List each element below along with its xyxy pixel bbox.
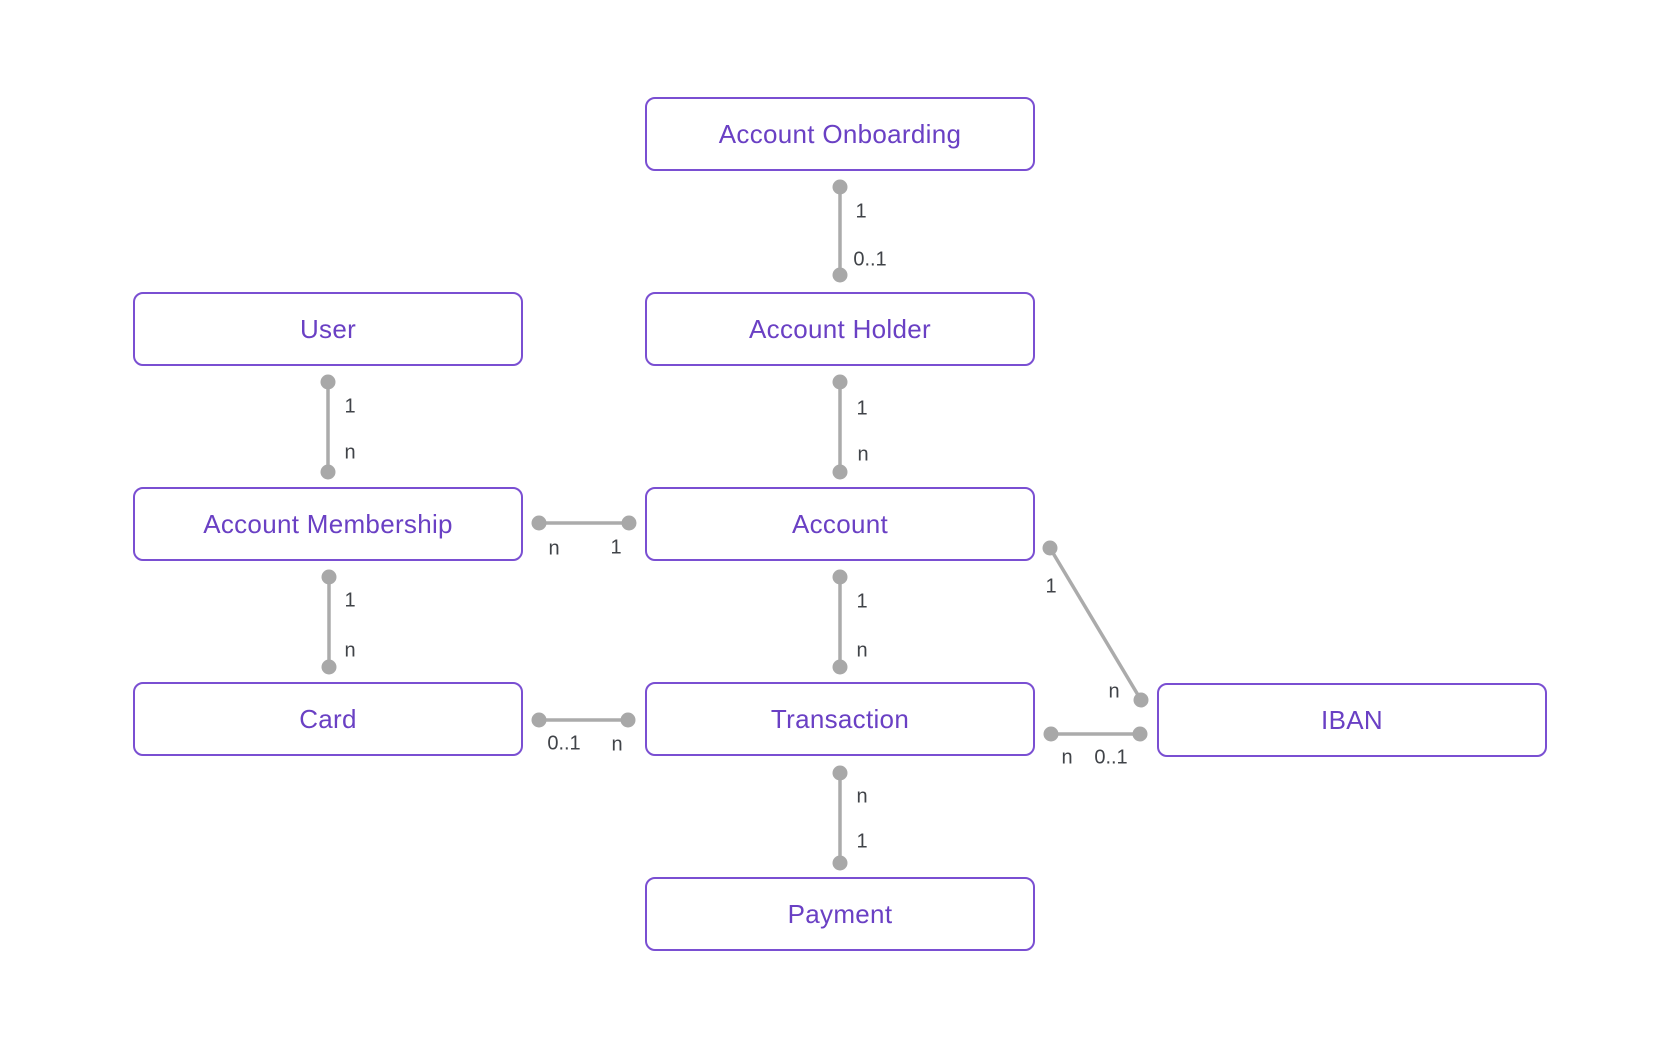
entity-account[interactable]: Account bbox=[645, 487, 1035, 561]
connector-transaction-payment bbox=[832, 765, 848, 871]
cardinality-label: 1 bbox=[344, 395, 356, 418]
cardinality-label: 1 bbox=[856, 590, 868, 613]
entity-label: Account bbox=[791, 508, 889, 539]
connector-transaction-iban bbox=[1043, 726, 1148, 742]
entity-account-onboarding[interactable]: Account Onboarding bbox=[645, 97, 1035, 171]
entity-account-holder[interactable]: Account Holder bbox=[645, 292, 1035, 366]
entity-label: Payment bbox=[787, 898, 893, 929]
entity-label: IBAN bbox=[1321, 704, 1383, 735]
connector-membership-account bbox=[531, 515, 637, 531]
cardinality-label: 1 bbox=[344, 589, 356, 612]
cardinality-label: n bbox=[344, 639, 356, 662]
cardinality-label: n bbox=[1108, 680, 1120, 703]
cardinality-label: n bbox=[611, 733, 623, 756]
cardinality-label: 1 bbox=[856, 397, 868, 420]
entity-label: Account Membership bbox=[203, 508, 453, 539]
connector-membership-card bbox=[321, 569, 337, 675]
cardinality-label: 1 bbox=[855, 200, 867, 223]
entity-payment[interactable]: Payment bbox=[645, 877, 1035, 951]
connector-account-iban bbox=[1042, 540, 1149, 708]
connector-card-transaction bbox=[531, 712, 636, 728]
entity-user[interactable]: User bbox=[133, 292, 523, 366]
entity-iban[interactable]: IBAN bbox=[1157, 683, 1547, 757]
cardinality-label: 0..1 bbox=[1094, 746, 1128, 769]
cardinality-label: n bbox=[1061, 746, 1073, 769]
entity-label: Transaction bbox=[770, 703, 910, 734]
cardinality-label: 0..1 bbox=[547, 732, 581, 755]
cardinality-label: n bbox=[548, 537, 560, 560]
entity-label: Account Onboarding bbox=[718, 118, 962, 149]
cardinality-label: 0..1 bbox=[853, 248, 887, 271]
entity-label: Account Holder bbox=[749, 313, 931, 344]
connector-holder-account bbox=[832, 374, 848, 480]
cardinality-label: n bbox=[857, 443, 869, 466]
cardinality-label: 1 bbox=[856, 830, 868, 853]
cardinality-label: n bbox=[344, 441, 356, 464]
connector-user-membership bbox=[320, 374, 336, 480]
relationship-line[interactable] bbox=[1048, 547, 1143, 701]
entity-label: Card bbox=[299, 703, 357, 734]
cardinality-label: n bbox=[856, 639, 868, 662]
entity-card[interactable]: Card bbox=[133, 682, 523, 756]
cardinality-label: n bbox=[856, 785, 868, 808]
entity-transaction[interactable]: Transaction bbox=[645, 682, 1035, 756]
connector-onboarding-holder bbox=[832, 179, 848, 283]
entity-label: User bbox=[299, 313, 357, 344]
connector-account-transaction bbox=[832, 569, 848, 675]
entity-account-membership[interactable]: Account Membership bbox=[133, 487, 523, 561]
cardinality-label: 1 bbox=[1045, 575, 1057, 598]
cardinality-label: 1 bbox=[610, 536, 622, 559]
